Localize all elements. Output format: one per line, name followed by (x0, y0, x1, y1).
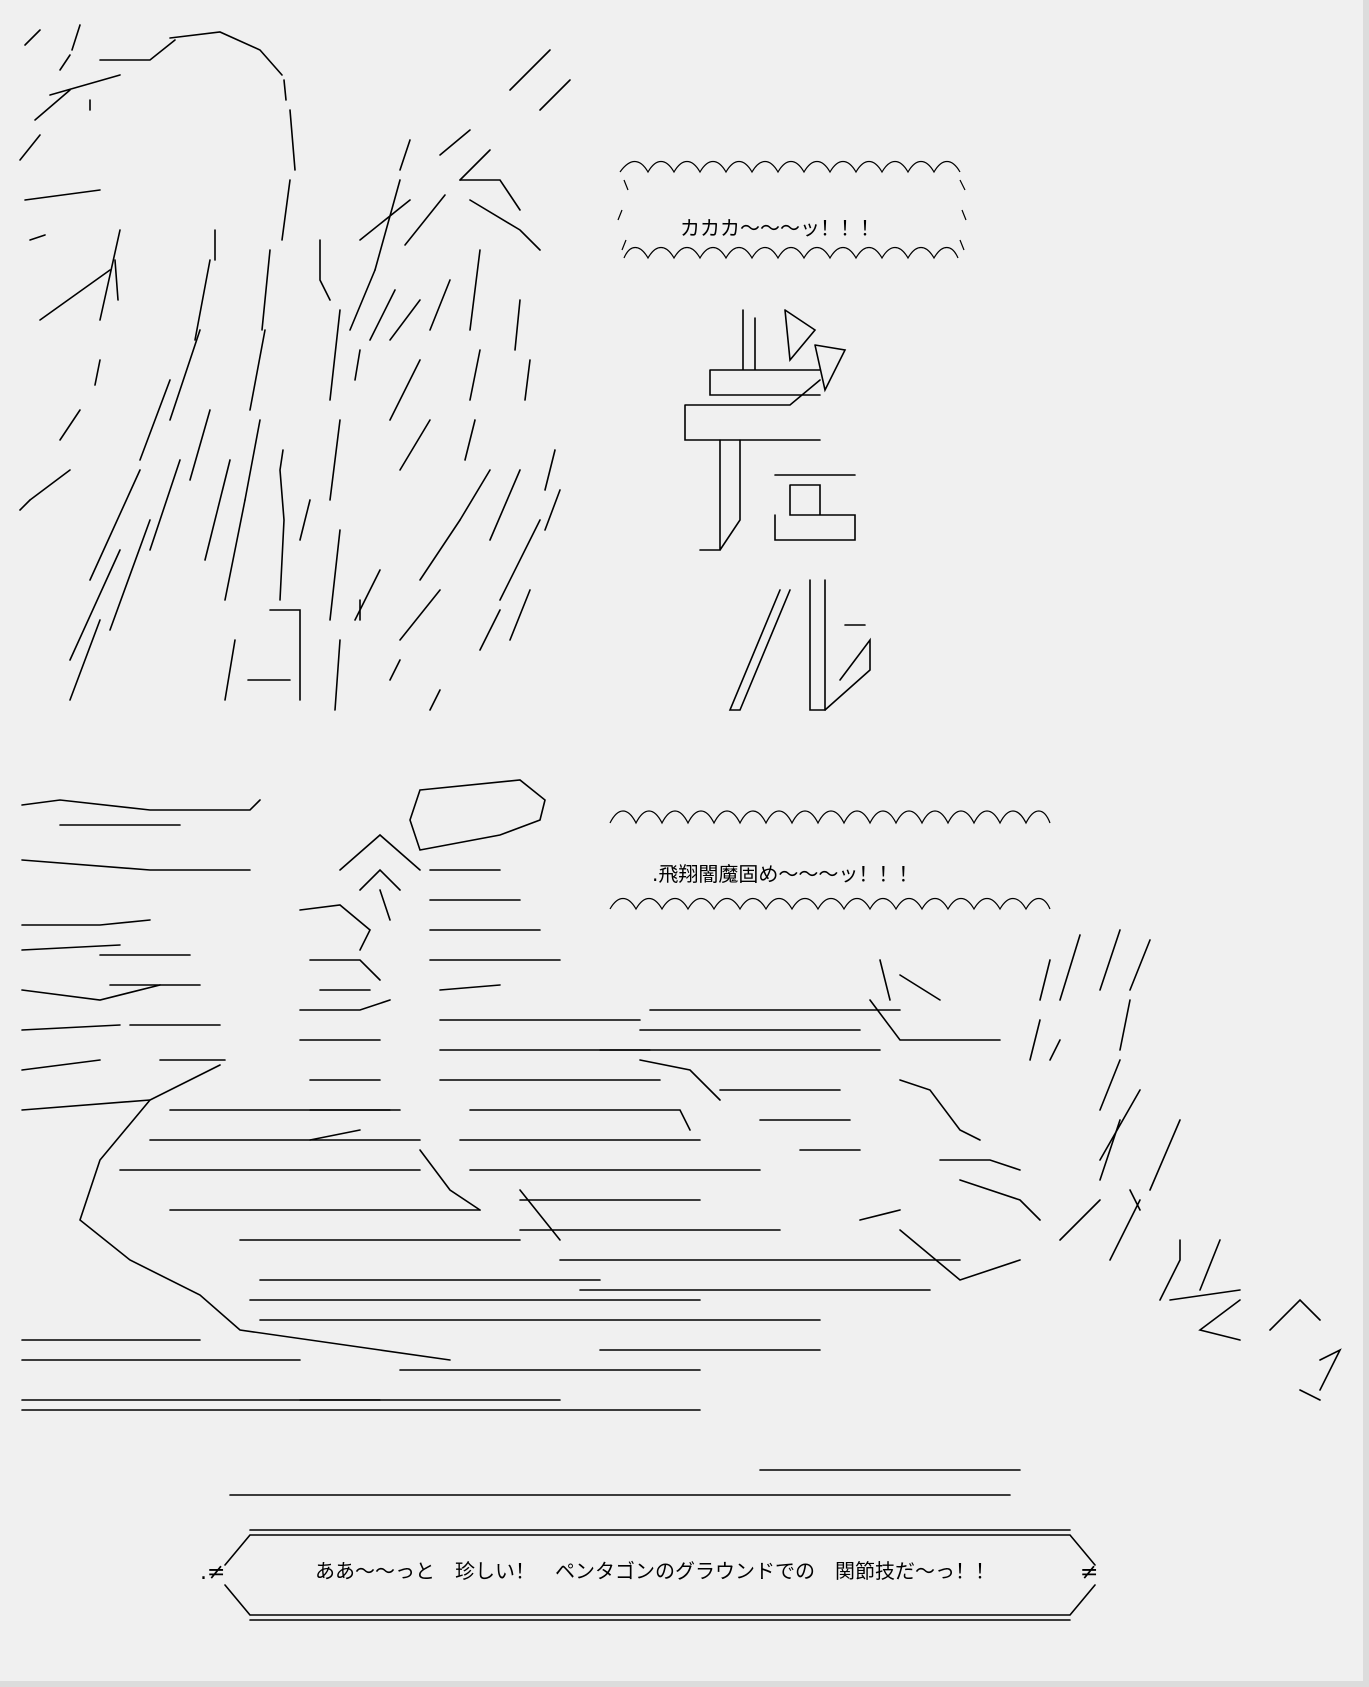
speech-bubble-text-2: .飛翔闇魔固め〜〜〜ッ！！！ (652, 862, 919, 886)
caption-text: ああ〜〜っと 珍しい！ ペンタゴンのグラウンドでの 関節技だ〜っ！！ (315, 1559, 995, 1583)
wrestlers-jointlock-illustration (21, 779, 1342, 1496)
speech-bubble-text-1: カカカ〜〜〜ッ！！！ (680, 216, 880, 240)
speech-bubble-frame-2 (609, 810, 1051, 911)
speech-bubble-frame (617, 160, 967, 260)
bottom-edge (0, 1681, 1369, 1687)
caption-left-mark: .≠ (200, 1560, 226, 1585)
sfx-gyu-lettering (684, 309, 871, 711)
top-left-speedlines-illustration (19, 24, 571, 711)
right-edge (1363, 0, 1369, 1687)
caption-frame (224, 1529, 1096, 1621)
caption-right-mark: ≠ (1080, 1560, 1099, 1585)
